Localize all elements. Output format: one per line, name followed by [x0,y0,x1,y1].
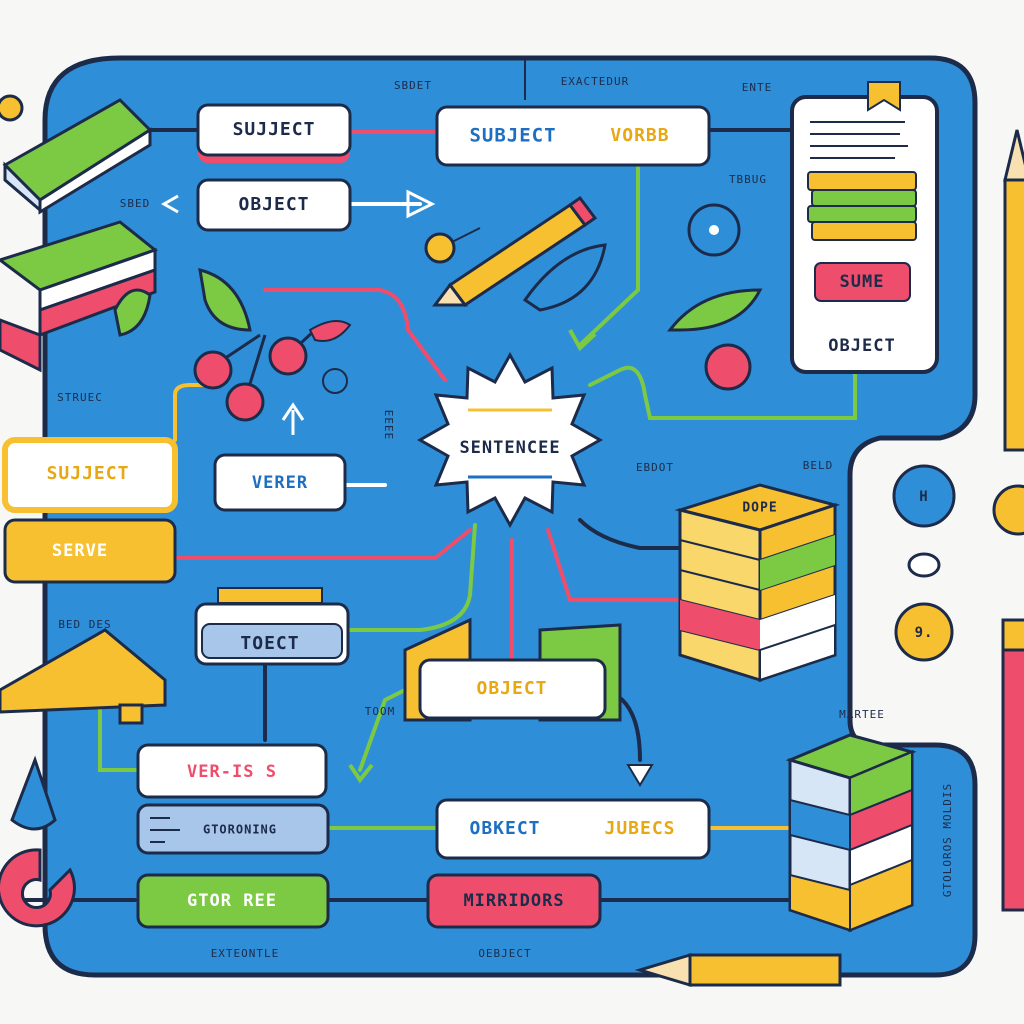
node-object-left[interactable]: OBJECT [198,180,350,230]
node-label: TOECT [240,633,299,654]
small-label: OEBJECT [478,947,531,960]
node-gtor-ree[interactable]: GTOR REE [138,875,328,927]
document-panel: SUME OBJECT [792,82,937,372]
pencil-icon [640,955,840,985]
book-stack-bottom [790,735,912,930]
circle-9: 9. [896,604,952,660]
node-subject-top[interactable]: SUJJECT [198,105,350,163]
small-label: EBDOT [636,461,674,474]
pencil-icon [1003,620,1024,910]
dot-icon [323,369,347,393]
node-label-jubecs: JUBECS [604,818,675,839]
circle-label: 9. [915,625,934,641]
node-label: SERVE [52,541,108,561]
node-obkect-jubecs[interactable]: OBKECT JUBECS [437,800,709,858]
small-label: BELD [803,459,834,472]
node-label: SUME [840,272,885,292]
node-label-verb: VORBB [610,125,669,146]
node-label: GTOR REE [187,891,277,911]
small-label: EXACTEDUR [561,75,630,88]
circle-h: H [894,466,954,526]
node-serve[interactable]: SERVE [5,520,175,582]
node-label-subject: SUBJECT [469,125,556,147]
node-gtoroning[interactable]: GTORONING [138,805,328,853]
node-label: VER-IS S [187,762,277,782]
small-label: STRUEC [57,391,103,404]
node-label: VERER [252,473,308,493]
node-label: SUJJECT [47,463,130,484]
node-mirridors[interactable]: MIRRIDORS [428,875,600,927]
book-label: DOPE [742,501,777,516]
dot-icon [709,225,719,235]
dot-icon [706,345,750,389]
node-label: SUJJECT [233,119,316,140]
node-label: OBJECT [238,194,309,215]
dot-icon [909,554,939,576]
small-label: SBDET [394,79,432,92]
node-label: GTORONING [203,823,277,837]
circle-label: H [919,489,928,505]
pencil-icon [1005,130,1024,450]
small-label: TBBUG [729,173,767,186]
sentence-label: SENTENCEE [459,438,560,458]
small-label: EEEE [382,410,395,441]
node-label: OBJECT [476,678,547,699]
small-label: GTOLOROS MOLDIS [941,783,954,897]
small-label: EXTEONTLE [211,947,280,960]
node-label-obkect: OBKECT [469,818,540,839]
dot-icon [994,486,1024,534]
node-subject-left[interactable]: SUJJECT [5,440,175,510]
small-label: MARTEE [839,708,885,721]
book-stack-dope: DOPE [680,485,835,680]
node-label: MIRRIDORS [463,891,564,911]
small-label: BED DES [58,618,111,631]
node-verer[interactable]: VERER [215,455,345,510]
dot-icon [0,96,22,120]
small-label: ENTE [742,81,773,94]
small-label: SBED [120,197,151,210]
node-ver-is[interactable]: VER-IS S [138,745,326,797]
small-label: TOOM [365,705,396,718]
node-label: OBJECT [828,336,895,356]
node-subject-verb[interactable]: SUBJECT VORBB [437,107,709,165]
node-object-center[interactable]: OBJECT [420,660,605,718]
